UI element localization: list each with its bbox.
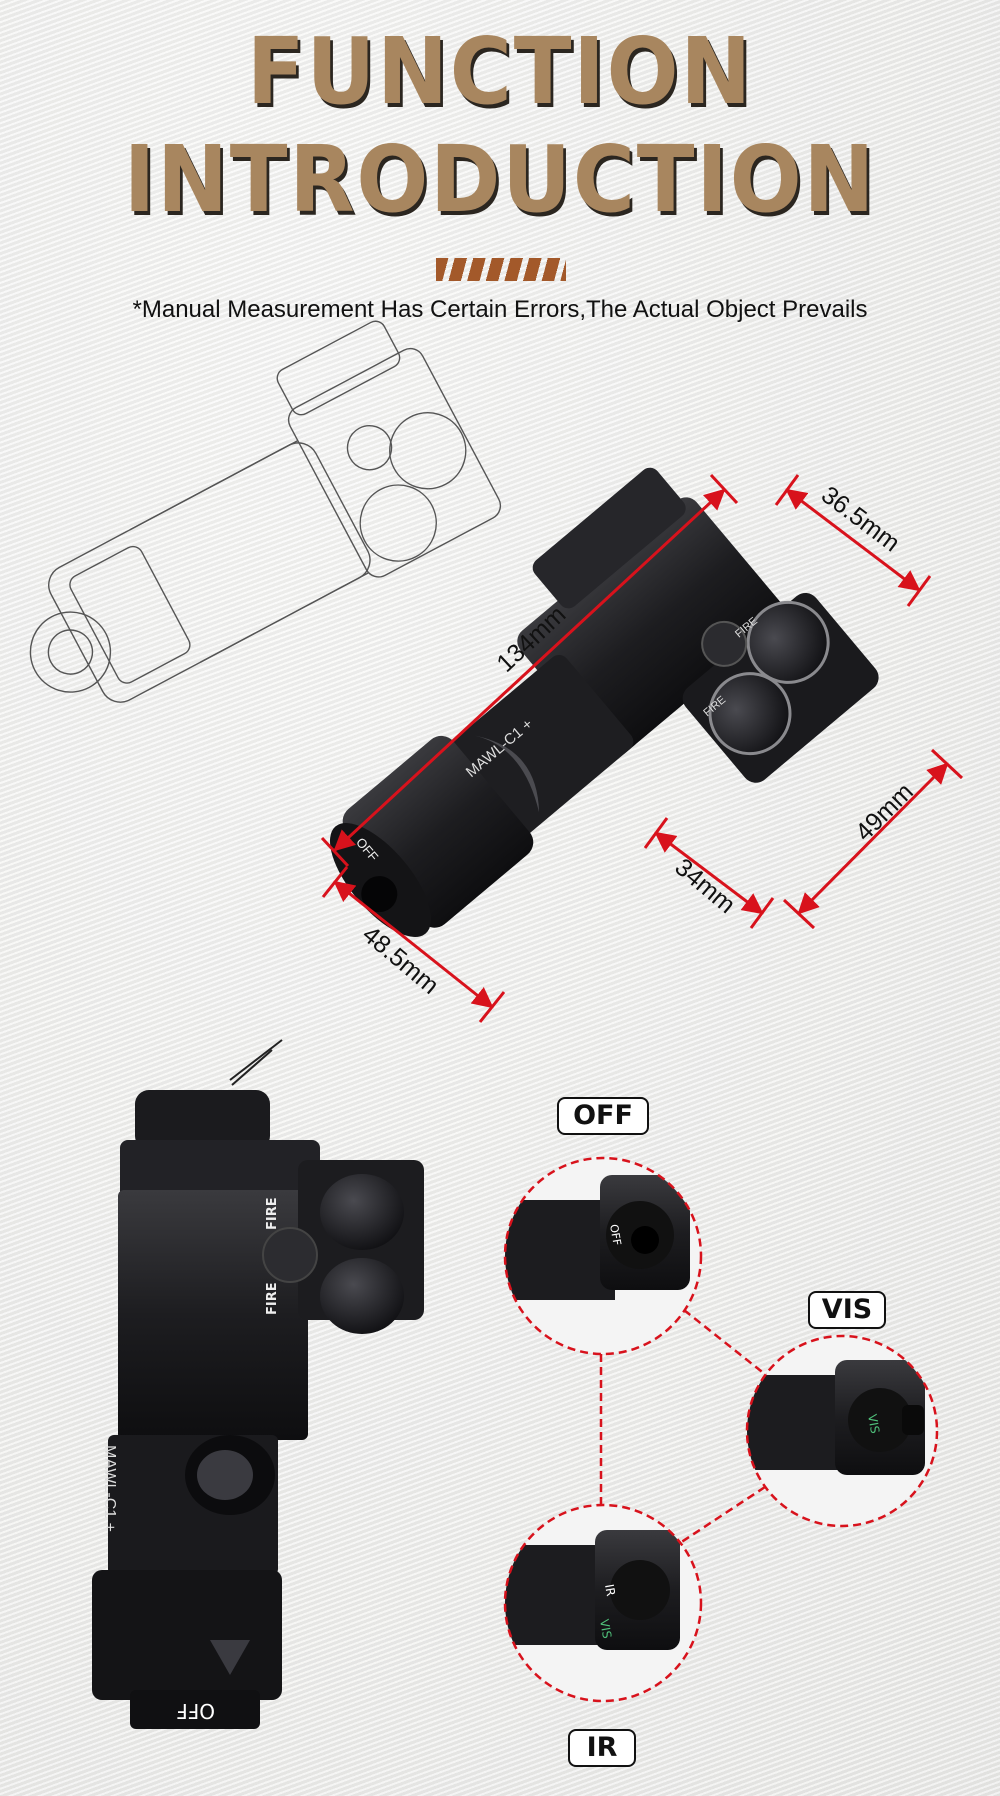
mode-badge-off: OFF — [557, 1097, 649, 1135]
mode-vis-closeup: VIS — [745, 1334, 939, 1528]
off-dial-label-top-view: OFF — [176, 1699, 215, 1723]
closeup-off-text: OFF — [607, 1223, 624, 1246]
device-model-text-top-view: MAWL-C1 + — [101, 1445, 118, 1532]
fire-label-bottom: FIRE — [265, 1282, 280, 1315]
product-top-view: FIRE FIRE MAWL-C1 + OFF — [92, 1039, 424, 1729]
dimension-lines — [320, 473, 964, 1023]
closeup-ir-vis-text: VIS — [597, 1618, 614, 1640]
closeup-ir-text: IR — [602, 1583, 618, 1597]
mode-ir-closeup: IR VIS — [503, 1503, 703, 1703]
mode-off-closeup: OFF — [503, 1156, 703, 1356]
title-line-1: FUNCTION — [246, 18, 754, 125]
measurement-disclaimer: *Manual Measurement Has Certain Errors,T… — [132, 296, 868, 323]
fire-label-top: FIRE — [265, 1197, 280, 1230]
mode-badge-vis: VIS — [808, 1291, 886, 1329]
mode-badge-ir: IR — [568, 1729, 636, 1767]
mode-connector-lines — [599, 1309, 767, 1545]
title-line-2: INTRODUCTION — [123, 126, 877, 233]
closeup-vis-text: VIS — [865, 1413, 882, 1435]
decorative-stripes — [436, 258, 566, 281]
sketch-drawing — [29, 320, 502, 703]
